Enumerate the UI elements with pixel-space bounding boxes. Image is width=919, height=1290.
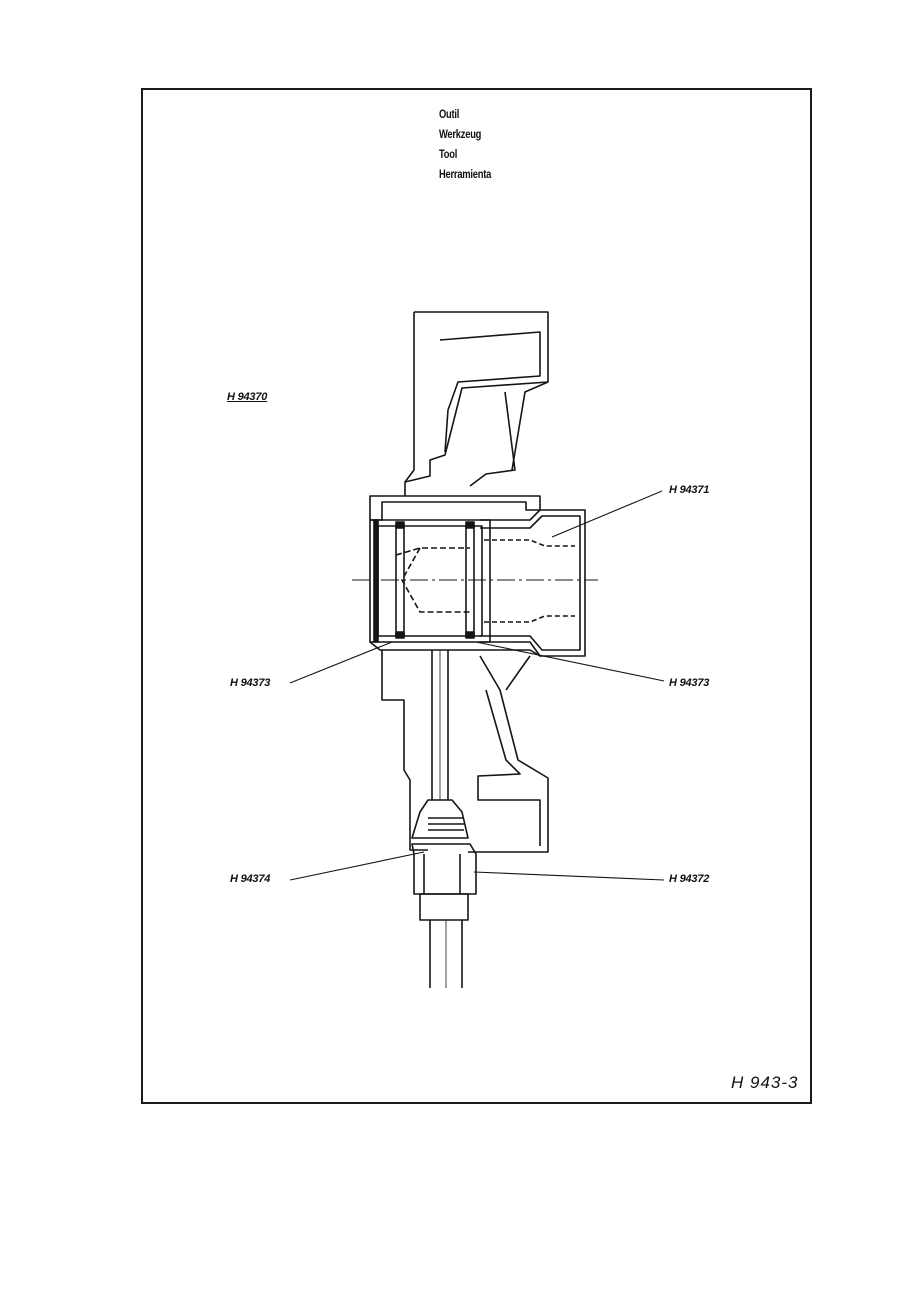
drawing-reference: H 943-3: [731, 1073, 799, 1092]
label-tool-sleeve: H 94371: [669, 484, 710, 496]
title-fr: Outil: [439, 107, 460, 121]
caliper-upper-arm: [404, 311, 549, 496]
label-main-assembly: H 94370: [227, 391, 268, 403]
title-en: Tool: [439, 147, 458, 161]
coupling-nut: [411, 799, 469, 839]
label-seal-right: H 94373: [669, 677, 710, 689]
label-seal-left: H 94373: [230, 677, 271, 689]
title-es: Herramienta: [439, 167, 492, 181]
title-block: Outil Werkzeug Tool Herramienta: [439, 104, 506, 184]
drawing-frame: [141, 88, 812, 1104]
title-de: Werkzeug: [439, 127, 482, 141]
label-nut: H 94372: [669, 873, 710, 885]
label-coupling: H 94374: [230, 873, 271, 885]
tool-sleeve: [480, 509, 586, 657]
caliper-flange: [369, 495, 541, 521]
caliper-lower-arm: [381, 650, 428, 851]
piston-housing: [369, 519, 491, 643]
